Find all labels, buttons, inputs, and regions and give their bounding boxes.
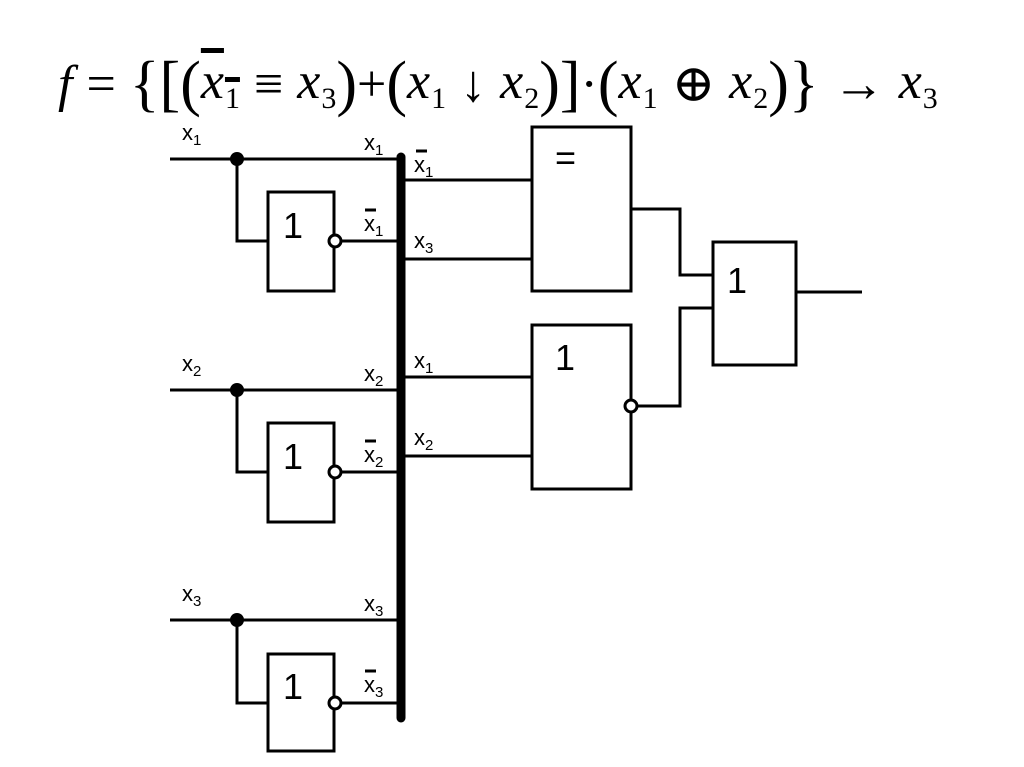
input-x1-row: 1	[170, 152, 401, 293]
branch-wire	[235, 159, 268, 243]
close-paren: )	[336, 49, 358, 118]
inversion-bubble	[327, 695, 343, 711]
plus-operator: +	[357, 55, 387, 113]
not-gate-symbol: 1	[283, 666, 303, 707]
implication-arrow: →	[832, 55, 885, 113]
and-operator: ·	[580, 55, 598, 113]
close-paren: )	[539, 49, 560, 118]
open-brace: {	[129, 49, 160, 118]
not-gate-x3	[266, 652, 336, 753]
bus-label-x1: x1	[364, 130, 383, 159]
or-gate: 1	[711, 240, 862, 367]
nor-input-label-x2: x2	[414, 425, 433, 454]
input-label-x2: x2	[182, 351, 201, 380]
open-paren: (	[597, 49, 619, 118]
svg-text:x1: x1	[414, 152, 433, 181]
equiv-input-label-x3: x3	[414, 228, 433, 257]
close-paren: )	[768, 49, 789, 118]
equivalence-gate: =	[401, 125, 633, 293]
term-x3: x3	[898, 53, 938, 115]
nor-gate-box	[530, 323, 633, 491]
equiv-input-label-not-x1: x1	[414, 149, 433, 181]
input-x2-row: 1	[170, 383, 401, 524]
input-label-x1: x1	[182, 120, 201, 149]
inversion-bubble	[327, 233, 343, 249]
term-x1: x1	[618, 53, 658, 115]
branch-wire	[235, 390, 268, 474]
not-gate-x1	[266, 190, 336, 293]
nor-input-label-x1: x1	[414, 348, 433, 377]
equiv-gate-symbol: =	[555, 137, 576, 178]
branch-wire	[235, 620, 268, 705]
or-gate-symbol: 1	[727, 260, 747, 301]
equals-sign: =	[86, 55, 116, 113]
nor-gate-symbol: 1	[555, 337, 575, 378]
equiv-to-or-wire	[631, 207, 713, 277]
boolean-formula: f = { [ ( x1 ≡ x3 ) + ( x1 ↓ x2 ) ] · ( …	[58, 48, 938, 120]
bus-label-not-x2: x2	[364, 439, 383, 471]
svg-text:x1: x1	[364, 211, 383, 240]
not-gate-symbol: 1	[283, 436, 303, 477]
open-paren: (	[180, 49, 201, 118]
term-x2: x2	[500, 53, 540, 115]
bus-label-x3: x3	[364, 591, 383, 620]
bus-label-not-x1: x1	[364, 208, 383, 240]
equiv-gate-box	[530, 125, 633, 293]
bus-label-x2: x2	[364, 361, 383, 390]
open-paren: (	[386, 49, 408, 118]
equivalence-operator: ≡	[253, 55, 284, 113]
not-gate-x2	[266, 421, 336, 524]
inversion-bubble	[623, 398, 639, 414]
or-gate-box	[711, 240, 798, 367]
nor-operator: ↓	[460, 55, 487, 113]
xor-operator: ⊕	[671, 56, 716, 113]
svg-text:x2: x2	[364, 442, 383, 471]
nor-gate: 1	[401, 323, 639, 491]
input-x3-row: 1	[170, 613, 401, 753]
bus-label-not-x3: x3	[364, 669, 383, 701]
inversion-bubble	[327, 464, 343, 480]
term-x2: x2	[729, 53, 769, 115]
svg-text:x3: x3	[364, 672, 383, 701]
negated-x1: x1	[200, 53, 240, 115]
close-bracket: ]	[559, 49, 581, 118]
function-name: f	[58, 55, 73, 113]
nor-to-or-wire	[637, 306, 713, 408]
term-x1: x1	[407, 53, 447, 115]
close-brace: }	[788, 49, 819, 118]
term-x3: x3	[297, 53, 337, 115]
open-bracket: [	[159, 49, 181, 118]
not-gate-symbol: 1	[283, 205, 303, 246]
input-label-x3: x3	[182, 581, 201, 610]
